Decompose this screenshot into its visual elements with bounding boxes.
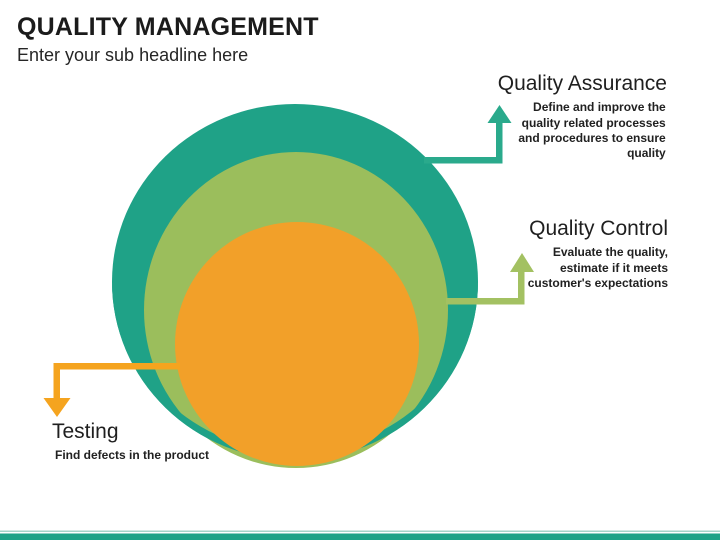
quality-assurance-label: Quality Assurance — [497, 72, 667, 95]
page-title: QUALITY MANAGEMENT — [17, 13, 319, 41]
quality-assurance-callout: Quality Assurance Define and improve the… — [498, 72, 667, 162]
bottom-accent-line — [0, 530, 720, 532]
quality-assurance-arrow-icon — [424, 105, 512, 164]
quality-control-callout: Quality Control Evaluate the quality, es… — [516, 217, 668, 291]
testing-arrow-icon — [43, 363, 180, 417]
testing-callout: Testing Find defects in the product — [52, 420, 209, 464]
testing-label: Testing — [52, 420, 119, 443]
testing-description: Find defects in the product — [55, 448, 210, 463]
page-subtitle: Enter your sub headline here — [17, 45, 249, 65]
quality-assurance-description: Define and improve the quality related p… — [518, 100, 666, 161]
quality-control-label: Quality Control — [529, 217, 668, 240]
quality-control-description: Evaluate the quality, estimate if it mee… — [527, 245, 668, 290]
testing-circle — [175, 222, 419, 466]
quality-control-arrow-icon — [446, 253, 534, 305]
bottom-accent-bar — [0, 533, 720, 540]
